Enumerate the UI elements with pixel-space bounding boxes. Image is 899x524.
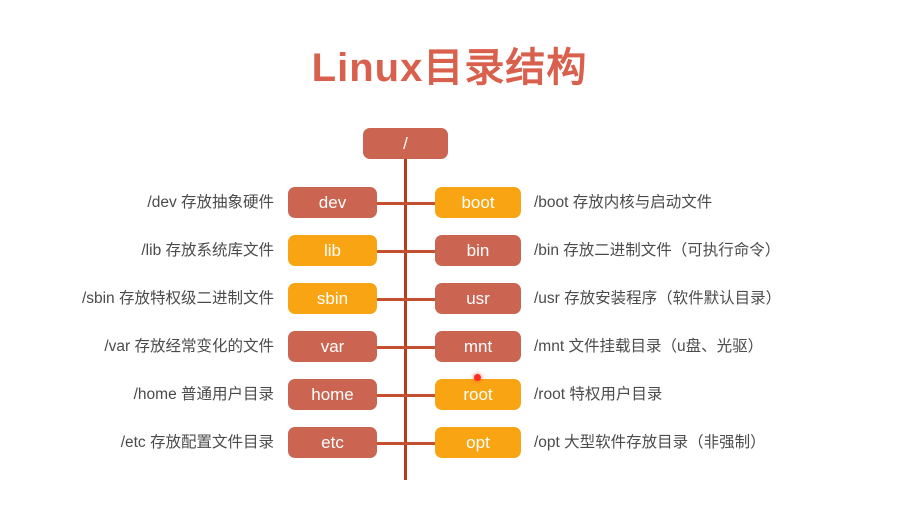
node-lib[interactable]: lib <box>288 235 377 266</box>
connector-right-3 <box>403 346 446 349</box>
node-sbin[interactable]: sbin <box>288 283 377 314</box>
connector-left-5 <box>375 442 406 445</box>
description-left-2: /sbin 存放特权级二进制文件 <box>81 290 274 307</box>
connector-left-1 <box>375 250 406 253</box>
description-right-0: /boot 存放内核与启动文件 <box>534 194 713 211</box>
description-left-0: /dev 存放抽象硬件 <box>147 194 274 211</box>
description-right-5: /opt 大型软件存放目录（非强制） <box>534 434 766 451</box>
node-root[interactable]: root <box>435 379 521 410</box>
description-left-5: /etc 存放配置文件目录 <box>120 434 274 451</box>
node-dev[interactable]: dev <box>288 187 377 218</box>
description-left-3: /var 存放经常变化的文件 <box>104 338 274 355</box>
page-title: Linux目录结构 <box>311 46 588 90</box>
node-bin[interactable]: bin <box>435 235 521 266</box>
description-right-4: /root 特权用户目录 <box>534 386 663 403</box>
connector-right-4 <box>403 394 446 397</box>
description-left-4: /home 普通用户目录 <box>133 386 274 403</box>
connector-left-0 <box>375 202 406 205</box>
description-right-3: /mnt 文件挂载目录（u盘、光驱） <box>534 338 764 355</box>
node-boot[interactable]: boot <box>435 187 521 218</box>
connector-right-1 <box>403 250 446 253</box>
connector-left-4 <box>375 394 406 397</box>
description-left-1: /lib 存放系统库文件 <box>141 242 274 259</box>
tree-trunk-line <box>404 155 407 480</box>
node-opt[interactable]: opt <box>435 427 521 458</box>
node-etc[interactable]: etc <box>288 427 377 458</box>
cursor-marker-dot <box>474 374 481 381</box>
connector-right-2 <box>403 298 446 301</box>
description-right-2: /usr 存放安装程序（软件默认目录） <box>534 290 782 307</box>
connector-right-0 <box>403 202 446 205</box>
node-mnt[interactable]: mnt <box>435 331 521 362</box>
connector-left-3 <box>375 346 406 349</box>
node-home[interactable]: home <box>288 379 377 410</box>
description-right-1: /bin 存放二进制文件（可执行命令） <box>534 242 781 259</box>
connector-left-2 <box>375 298 406 301</box>
node-root[interactable]: / <box>363 128 448 159</box>
connector-right-5 <box>403 442 446 445</box>
node-usr[interactable]: usr <box>435 283 521 314</box>
node-var[interactable]: var <box>288 331 377 362</box>
